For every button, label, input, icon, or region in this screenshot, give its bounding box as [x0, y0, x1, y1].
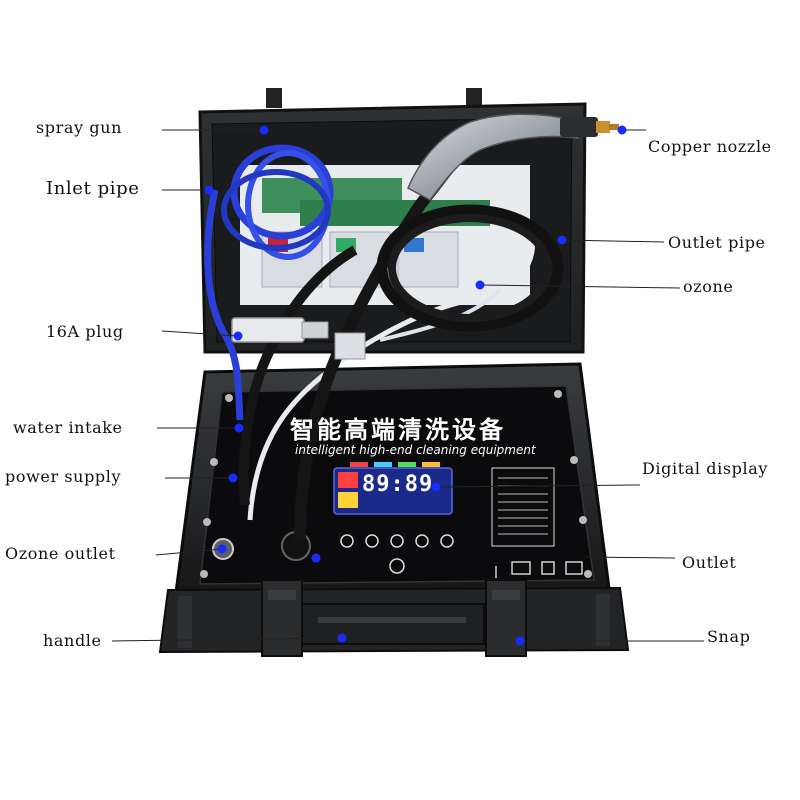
label-outlet: Outlet: [682, 553, 737, 572]
screw: [200, 570, 208, 578]
label-water-intake: water intake: [13, 418, 123, 437]
screw: [579, 516, 587, 524]
label-ozone-outlet: Ozone outlet: [5, 544, 116, 563]
outlet-panel: [495, 561, 583, 578]
inlet-pipe: [204, 189, 244, 421]
digital-display-screen: [333, 467, 453, 515]
control-panel: [199, 385, 595, 585]
spray-gun: [407, 113, 619, 201]
button-steam[interactable]: [415, 534, 429, 548]
button-power[interactable]: [340, 534, 354, 548]
label-power-supply: power supply: [5, 467, 122, 486]
screw: [554, 390, 562, 398]
screw: [584, 570, 592, 578]
label-16a-plug: 16A plug: [46, 322, 124, 341]
copper-nozzle: [596, 121, 610, 133]
label-spray-gun: spray gun: [36, 118, 123, 137]
label-ozone: ozone: [683, 277, 734, 296]
screw: [203, 518, 211, 526]
label-digital-display: Digital display: [642, 459, 768, 478]
button-ozone[interactable]: [440, 534, 454, 548]
label-handle: handle: [43, 631, 102, 650]
callout-markers: [204, 125, 627, 646]
instruction-sticker: [491, 467, 555, 547]
label-inlet-pipe: Inlet pipe: [46, 178, 140, 199]
screw: [225, 394, 233, 402]
screw: [210, 458, 218, 466]
leader-lines: [111, 129, 704, 642]
label-copper-nozzle: Copper nozzle: [648, 137, 772, 156]
plug-16a: [231, 317, 366, 360]
ozone-tube: [247, 229, 535, 521]
button-mode[interactable]: [365, 534, 379, 548]
label-outlet-pipe: Outlet pipe: [668, 233, 766, 252]
label-snap: Snap: [707, 627, 751, 646]
button-water[interactable]: [390, 534, 404, 548]
screw: [570, 456, 578, 464]
button-main[interactable]: [389, 558, 405, 574]
control-buttons[interactable]: [340, 534, 454, 574]
